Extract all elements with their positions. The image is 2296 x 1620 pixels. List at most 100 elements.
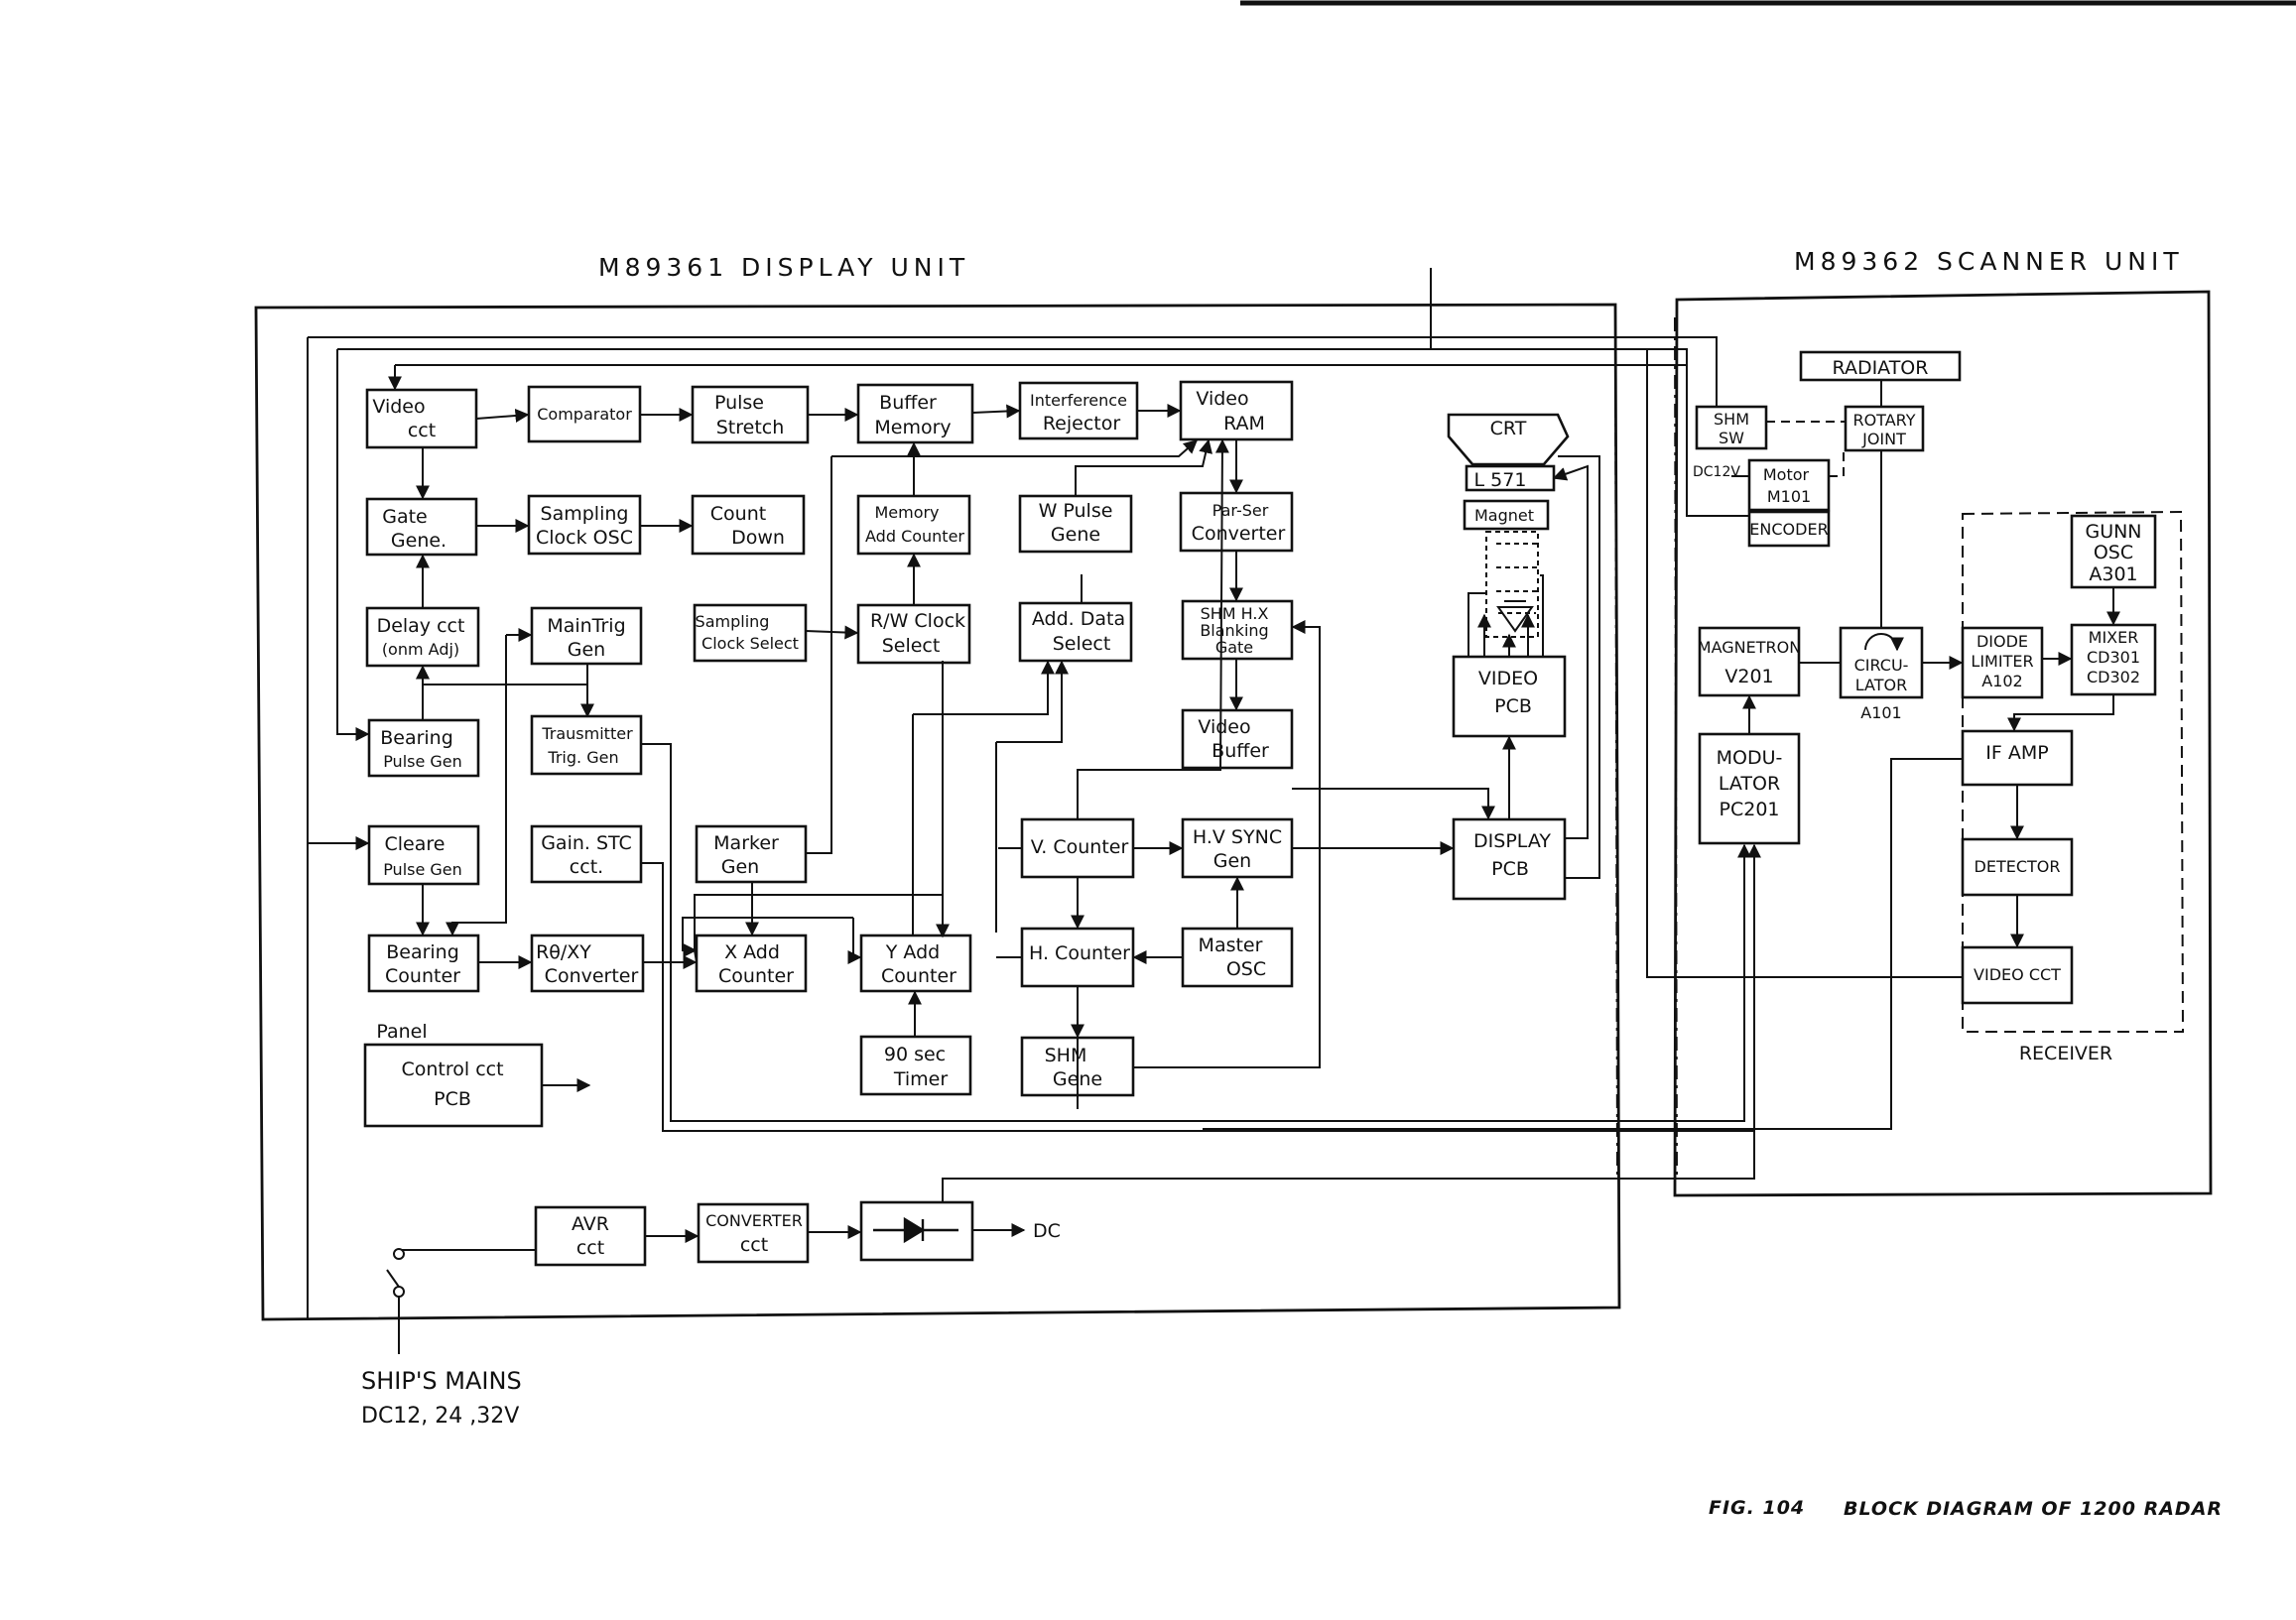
crt-neck-frame (1485, 531, 1539, 638)
gate-gene-block (365, 497, 478, 557)
marker-gen-label-2: Gen (721, 856, 759, 878)
main-trig-gen-block (530, 606, 643, 666)
unit-boundary-right (1674, 316, 1678, 1182)
crt-label: CRT (1490, 418, 1527, 439)
cleare-pulse-gen-label-2: Pulse Gen (383, 860, 462, 879)
panel-label: Panel (376, 1021, 427, 1043)
v-counter-label: V. Counter (1031, 836, 1129, 858)
h-counter-label: H. Counter (1029, 942, 1130, 964)
sampling-clock-osc-label-1: Sampling (541, 503, 629, 525)
timer-90-label-2: Timer (893, 1068, 948, 1090)
avr-cct-label-2: cct (576, 1237, 604, 1259)
memory-add-counter-label-2: Add Counter (865, 527, 964, 546)
converter-cct-label-2: cct (740, 1234, 768, 1256)
main-trig-gen-label-1: MainTrig (547, 615, 625, 637)
par-ser-converter-label-1: Par-Ser (1212, 501, 1269, 520)
marker-gen-block (695, 824, 808, 884)
dc-output-label: DC (1033, 1220, 1061, 1242)
y-add-counter-label-2: Counter (881, 965, 957, 987)
control-cct-pcb-block (363, 1043, 544, 1128)
shm-blanking-gate-label-3: Gate (1215, 638, 1253, 657)
diode-limiter-label-2: LIMITER (1971, 652, 2033, 671)
gunn-osc-label-2: OSC (2094, 542, 2133, 563)
control-cct-pcb-label-1: Control cct (401, 1059, 503, 1080)
video-ram-label-1: Video (1196, 388, 1248, 410)
memory-add-counter-block (856, 494, 971, 556)
video-pcb-label-2: PCB (1494, 695, 1532, 717)
sampling-clock-osc-block (527, 494, 642, 556)
gate-gene-label-2: Gene. (391, 530, 446, 552)
w-pulse-gene-block (1018, 494, 1133, 554)
a101-label: A101 (1860, 703, 1901, 722)
interference-rejector-label-2: Rejector (1043, 413, 1121, 435)
cleare-pulse-gen-label-1: Cleare (385, 833, 446, 855)
control-cct-pcb-label-2: PCB (434, 1088, 471, 1110)
bearing-pulse-gen-label-1: Bearing (380, 727, 453, 749)
gate-gene-label-1: Gate (382, 506, 428, 528)
video-cct-label-2: cct (408, 420, 436, 441)
shm-sw-label-1: SHM (1714, 410, 1749, 429)
video-cct-rx-label: VIDEO CCT (1974, 965, 2061, 984)
bearing-counter-block (367, 934, 480, 993)
main-trig-gen-label-2: Gen (568, 639, 605, 661)
shm-blanking-gate-label-1: SHM H.X (1201, 604, 1269, 623)
diode-limiter-label-3: A102 (1981, 672, 2022, 690)
memory-add-counter-label-1: Memory (874, 503, 939, 522)
master-osc-label-1: Master (1199, 935, 1263, 956)
rotary-joint-block (1844, 405, 1925, 452)
delay-cct-label-1: Delay cct (377, 615, 465, 637)
gunn-osc-label-1: GUNN (2085, 521, 2141, 543)
circulator-label-2: LATOR (1855, 676, 1907, 694)
w-pulse-gene-label-2: Gene (1051, 524, 1100, 546)
scanner-unit-title: M89362 SCANNER UNIT (1794, 247, 2184, 276)
diode-limiter-label-1: DIODE (1977, 632, 2028, 651)
gain-stc-cct-label-2: cct. (570, 856, 603, 878)
pulse-stretch-label-1: Pulse (714, 392, 764, 414)
buffer-memory-label-1: Buffer (879, 392, 937, 414)
shm-gene-label-1: SHM (1045, 1045, 1087, 1066)
magnet-label: Magnet (1474, 506, 1534, 525)
add-data-select-label-2: Select (1053, 633, 1111, 655)
sampling-clock-select-label-1: Sampling (696, 612, 770, 631)
display-pcb-label-1: DISPLAY (1473, 830, 1551, 852)
shm-sw-label-2: SW (1719, 429, 1744, 447)
rt-xy-converter-label-2: Converter (545, 965, 639, 987)
circulator-label-1: CIRCU- (1854, 656, 1909, 675)
crt-neck-lines (1496, 543, 1540, 614)
gunn-osc-block (2070, 514, 2157, 589)
mixer-label-1: MIXER (2089, 628, 2139, 647)
buffer-memory-label-2: Memory (874, 417, 951, 438)
converter-cct-label-1: CONVERTER (705, 1211, 803, 1230)
modulator-block (1698, 732, 1801, 845)
motor-m101-block (1747, 458, 1831, 512)
magnet-block (1463, 499, 1550, 531)
video-ram-label-2: RAM (1223, 413, 1265, 435)
circulator-block (1839, 626, 1924, 699)
gunn-osc-label-3: A301 (2089, 563, 2137, 585)
display-pcb-block (1452, 817, 1567, 901)
figure-number: FIG. 104 (1709, 1497, 1805, 1519)
radiator-label: RADIATOR (1833, 357, 1929, 379)
mixer-label-2: CD301 (2087, 648, 2140, 667)
crt-tube-shape (1447, 413, 1570, 466)
detector-label: DETECTOR (1975, 857, 2061, 876)
w-pulse-gene-label-1: W Pulse (1039, 500, 1113, 522)
receiver-label: RECEIVER (2019, 1043, 2112, 1064)
figure-title: BLOCK DIAGRAM OF 1200 RADAR (1844, 1498, 2223, 1520)
modulator-label-2: LATOR (1719, 773, 1780, 795)
y-add-counter-label-1: Y Add (885, 941, 940, 963)
circulator-arrow-icon (1864, 633, 1904, 652)
modulator-label-3: PC201 (1720, 799, 1780, 820)
video-buffer-block (1181, 708, 1294, 770)
sampling-clock-select-label-2: Clock Select (702, 634, 799, 653)
display-pcb-label-2: PCB (1491, 858, 1529, 880)
sampling-clock-select-block (693, 603, 808, 663)
gain-stc-cct-block (530, 824, 643, 884)
bearing-pulse-gen-label-2: Pulse Gen (383, 752, 462, 771)
crt-gun-shape (1496, 600, 1534, 633)
modulator-label-1: MODU- (1717, 747, 1783, 769)
rotary-joint-label-1: ROTARY (1852, 411, 1915, 430)
interference-rejector-label-1: Interference (1030, 391, 1127, 410)
mains-switch-icon (386, 1236, 537, 1354)
